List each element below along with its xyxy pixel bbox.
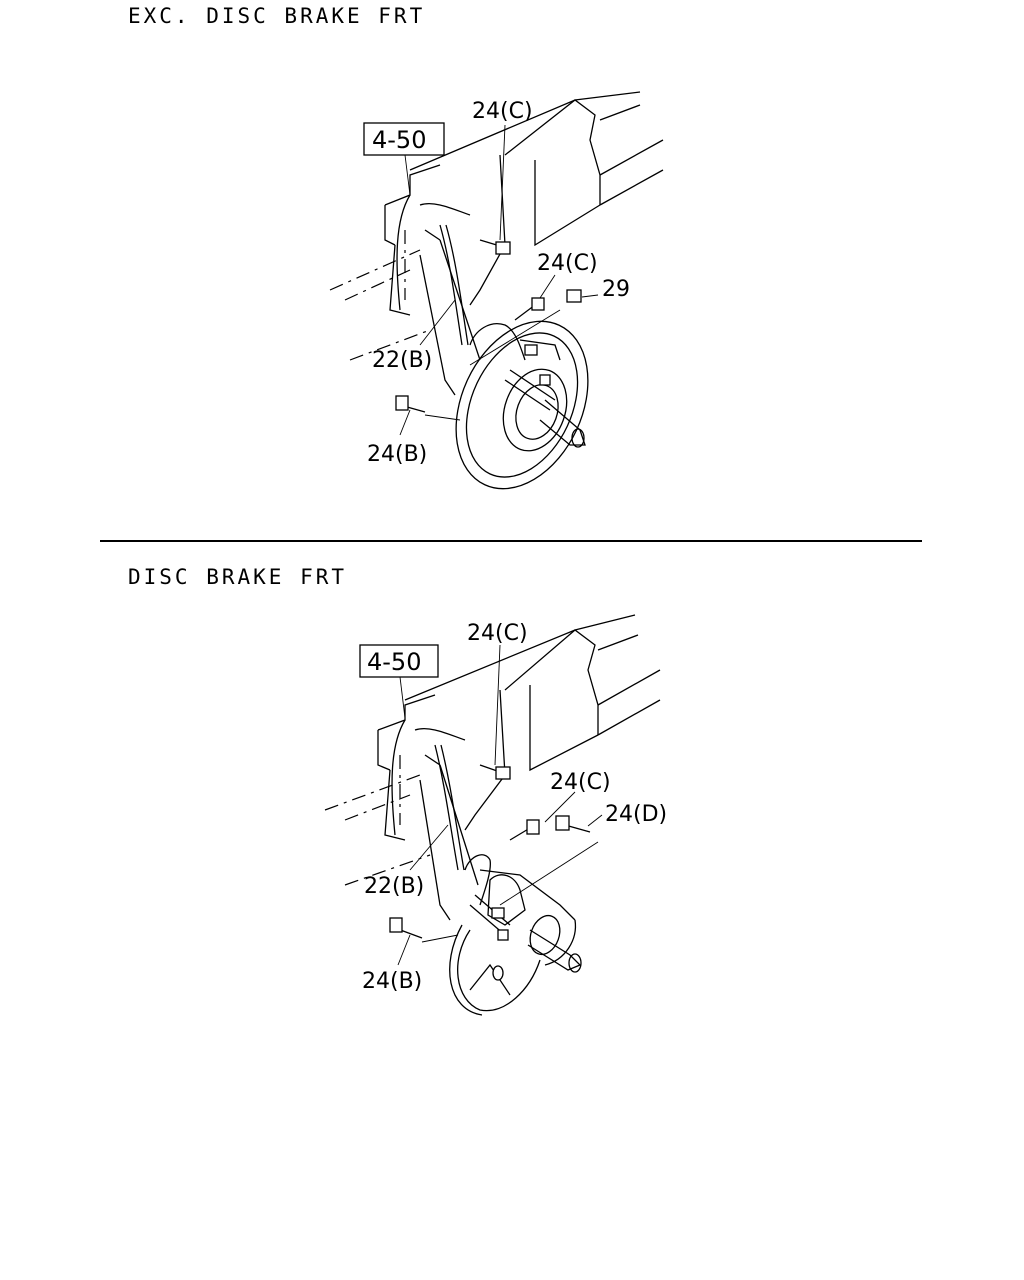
callout-24c: 24(C) (467, 621, 528, 646)
diagram-disc-brake: 4-50 24(C) 24(C) 24(D) 22(B) 24(B) (324, 614, 667, 1016)
ref-box-label: 4-50 (367, 648, 421, 676)
callout-24b: 24(B) (367, 442, 427, 467)
section-title-exc-disc-brake: EXC. DISC BRAKE FRT (128, 4, 426, 28)
callout-24c: 24(C) (550, 770, 611, 795)
callout-22b: 22(B) (364, 874, 424, 899)
ref-box-label: 4-50 (372, 126, 426, 154)
section-divider (100, 540, 922, 542)
callout-22b: 22(B) (372, 348, 432, 373)
callout-24c: 24(C) (537, 251, 598, 276)
ref-box-4-50-bottom (359, 644, 439, 678)
callout-24c: 24(C) (472, 99, 533, 124)
callout-29: 29 (602, 277, 630, 302)
ref-box-4-50-top (363, 122, 445, 156)
diagram-exc-disc-brake: 4-50 24(C) 24(C) 29 22(B) 24(B) (329, 91, 664, 490)
section-title-disc-brake: DISC BRAKE FRT (128, 565, 348, 589)
callout-24b: 24(B) (362, 969, 422, 994)
callout-24d: 24(D) (605, 802, 667, 827)
